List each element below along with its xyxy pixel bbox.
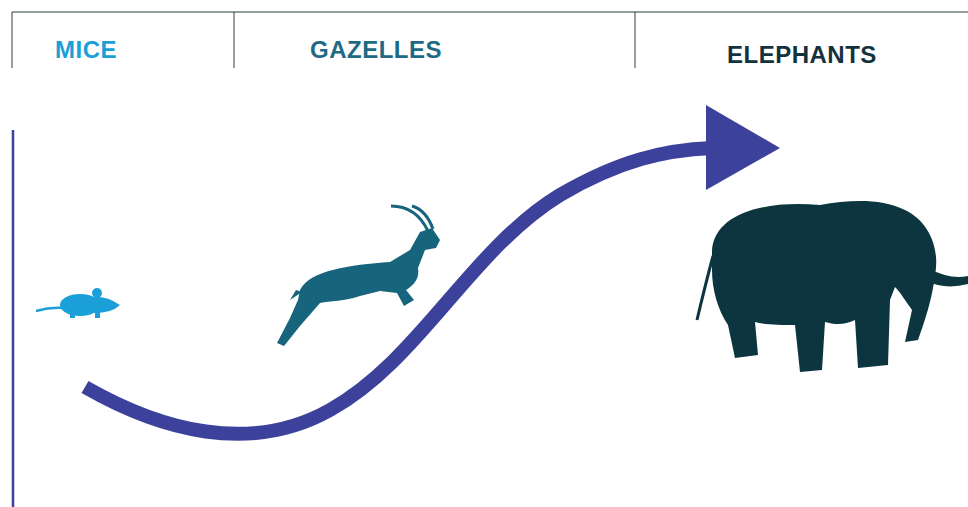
column-header: ELEPHANTS [727,41,877,69]
growth-curve [85,148,712,434]
mouse-tail [36,308,64,311]
column-header: MICE [55,36,117,64]
mouse-foot [95,312,100,318]
elephant-tail [697,256,713,320]
gazelle-tail [290,290,302,300]
curve-arrowhead [706,105,780,190]
gazelle-horn [391,206,428,231]
column-header: GAZELLES [310,36,442,64]
elephant-body [712,201,936,372]
gazelle-body [277,228,440,346]
header-separator [635,12,636,68]
axis-line [12,130,15,507]
mouse-foot [70,313,75,318]
header-separator [234,12,235,68]
mouse-ear [92,288,102,298]
header-top-rule [12,12,968,13]
elephant-tusk [926,268,968,286]
gazelle-silhouette [277,206,440,346]
gazelle-horn [412,206,433,229]
header-separator [12,12,13,68]
elephant-silhouette [697,201,968,372]
mouse-silhouette [36,288,120,318]
mouse-head [90,297,120,313]
